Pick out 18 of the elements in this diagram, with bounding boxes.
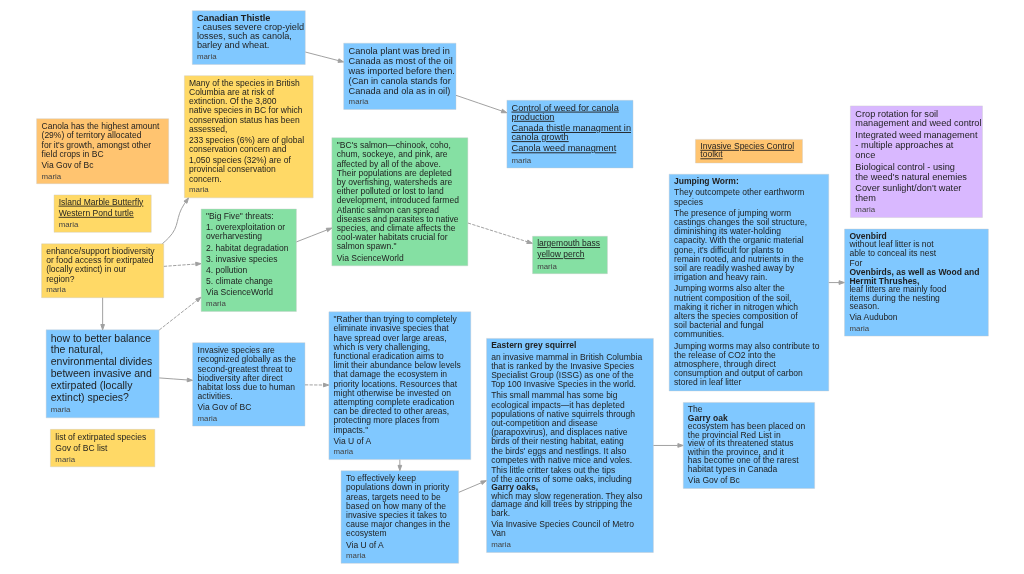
arrow bbox=[158, 296, 201, 331]
node-box: The Garry oak ecosystem has been placed on the provincial Red List in view of its threatened status within the province, and it has become one of the rarest habitat types in Canada Via Gov of Bc bbox=[682, 402, 815, 489]
arrow bbox=[652, 443, 684, 448]
arrow bbox=[455, 94, 507, 114]
node-box: Jumping Worm: They outcompete other earthworm species The presence of jumping worm castings changes the soil structure, diminishing its water-holding capacity. With the organic material gone, it's difficult for plants to remain rooted, and nutrients in the soil are readily washed away by irrigation and heavy rain. Jumping worms also alter the nutrient composition of the soil, making it richer in nitrogen which alters the species composition of soil bacterial and fungal communities. Jumping worms may also contribute to the release of CO2 into the atmosphere, through direct consumption and output of carbon stored in leaf litter bbox=[668, 174, 829, 392]
arrow bbox=[397, 459, 402, 472]
arrow bbox=[466, 222, 533, 244]
arrow bbox=[158, 377, 193, 383]
arrow bbox=[295, 227, 332, 243]
arrow bbox=[304, 382, 329, 388]
node-box: "BC's salmon—chinook, coho, chum, sockeye, and pink, are affected by all of the above. Their populations are depleted by overfishing, watersheds are either polluted or lost to land development, introduced farmed Atlantic salmon can spread diseases and parasites to native species, and climate affects the cool-water habitats crucial for salmon spawn." Via ScienceWorld bbox=[331, 137, 468, 266]
arrow bbox=[304, 51, 344, 63]
arrow bbox=[457, 480, 487, 493]
arrow bbox=[162, 261, 201, 267]
node-box: Invasive Species Control toolkit bbox=[694, 139, 803, 164]
arrow bbox=[827, 280, 845, 285]
arrow bbox=[161, 197, 189, 245]
arrow bbox=[99, 297, 105, 331]
